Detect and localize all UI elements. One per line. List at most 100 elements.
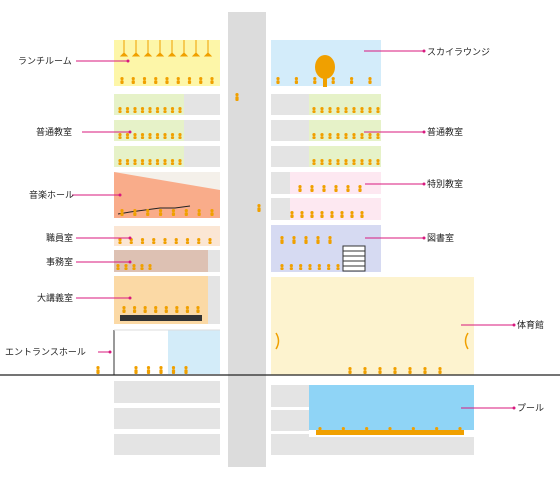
person-icon <box>140 107 145 113</box>
person-icon <box>334 185 338 192</box>
person-icon <box>196 306 200 313</box>
person-icon <box>178 107 182 113</box>
person-icon <box>344 159 348 165</box>
lecture-stage <box>120 315 202 321</box>
label-sky-lounge: スカイラウンジ <box>427 47 490 58</box>
pendant-lamp-icon <box>131 52 141 57</box>
person-icon <box>330 211 334 218</box>
person-icon <box>170 107 175 113</box>
special-classroom-2 <box>290 198 381 220</box>
basketball-hoop-icon <box>275 332 469 350</box>
person-icon <box>155 133 160 139</box>
person-icon <box>378 367 382 374</box>
basement-right-1 <box>271 385 309 407</box>
person-icon <box>327 264 331 270</box>
person-icon <box>178 133 182 139</box>
person-icon <box>360 159 364 165</box>
person-icon <box>360 133 364 139</box>
person-icon <box>423 367 427 374</box>
person-icon <box>348 367 352 374</box>
person-icon <box>116 264 120 270</box>
person-icon <box>163 159 167 165</box>
person-icon <box>320 159 324 165</box>
leader-lines <box>72 49 516 410</box>
person-icon <box>276 77 280 84</box>
person-icon <box>118 159 122 165</box>
leader-dot <box>422 182 426 186</box>
person-icon <box>148 159 152 165</box>
person-icon <box>458 427 462 431</box>
classroom-left-2-room <box>114 120 184 141</box>
person-icon <box>118 107 122 113</box>
label-gymnasium: 体育館 <box>517 319 544 331</box>
person-icon <box>184 209 188 216</box>
person-icon <box>148 107 152 113</box>
person-icon <box>163 133 167 139</box>
person-icon <box>133 159 137 165</box>
pendant-lamp-icon <box>191 52 201 57</box>
person-icon <box>350 211 354 218</box>
person-icon <box>143 306 147 313</box>
person-icon <box>411 427 415 431</box>
person-icon <box>140 133 145 139</box>
person-icon <box>154 306 158 313</box>
person-icon <box>388 427 392 431</box>
person-icon <box>310 211 314 218</box>
person-icon <box>184 366 188 374</box>
basement-right-2 <box>271 410 309 431</box>
person-icon <box>146 366 151 374</box>
label-office: 事務室 <box>46 256 73 268</box>
person-icon <box>280 236 284 244</box>
person-icon <box>280 264 284 270</box>
person-icon <box>435 427 439 431</box>
person-icon <box>96 366 100 374</box>
person-icon <box>148 133 152 139</box>
person-icon <box>175 306 179 313</box>
person-icon <box>140 238 145 244</box>
person-icon <box>133 133 137 139</box>
person-icon <box>120 209 124 216</box>
person-icon <box>124 264 128 270</box>
person-icon <box>365 427 369 431</box>
person-icon <box>310 185 314 192</box>
person-icon <box>344 133 348 139</box>
label-special-classroom: 特別教室 <box>427 178 463 190</box>
leader-dot <box>128 296 132 300</box>
person-icon <box>170 133 175 139</box>
person-icon <box>210 77 214 84</box>
person-icon <box>148 264 152 270</box>
person-icon <box>320 107 324 113</box>
person-icon <box>170 159 175 165</box>
basement-left-3 <box>114 434 220 455</box>
person-icon <box>322 185 326 192</box>
person-icon <box>140 159 145 165</box>
person-icon <box>320 133 324 139</box>
entrance-glass <box>168 330 220 374</box>
pendant-lamp-icon <box>167 52 177 57</box>
person-icon <box>304 236 308 244</box>
person-icon <box>125 133 130 139</box>
person-icon <box>336 107 340 113</box>
person-icon <box>199 77 203 84</box>
pendant-lamp-icon <box>119 52 129 57</box>
person-icon <box>155 159 160 165</box>
person-icon <box>340 211 344 218</box>
basement-right-bottom <box>309 437 474 455</box>
library-stair <box>342 245 366 272</box>
leader-dot <box>118 193 122 197</box>
person-icon <box>336 264 340 270</box>
leader-dot <box>128 236 132 240</box>
person-icon <box>408 367 412 374</box>
label-classroom-right: 普通教室 <box>427 126 463 138</box>
person-icon <box>140 264 144 270</box>
person-icon <box>363 367 367 374</box>
pendant-lamp-icon <box>143 52 153 57</box>
pool-deck <box>316 430 464 435</box>
person-icon <box>300 211 304 218</box>
person-icon <box>118 133 122 139</box>
person-icon <box>133 209 137 216</box>
person-icon <box>393 367 397 374</box>
label-staff-room: 職員室 <box>46 232 73 244</box>
person-icon <box>158 209 163 216</box>
